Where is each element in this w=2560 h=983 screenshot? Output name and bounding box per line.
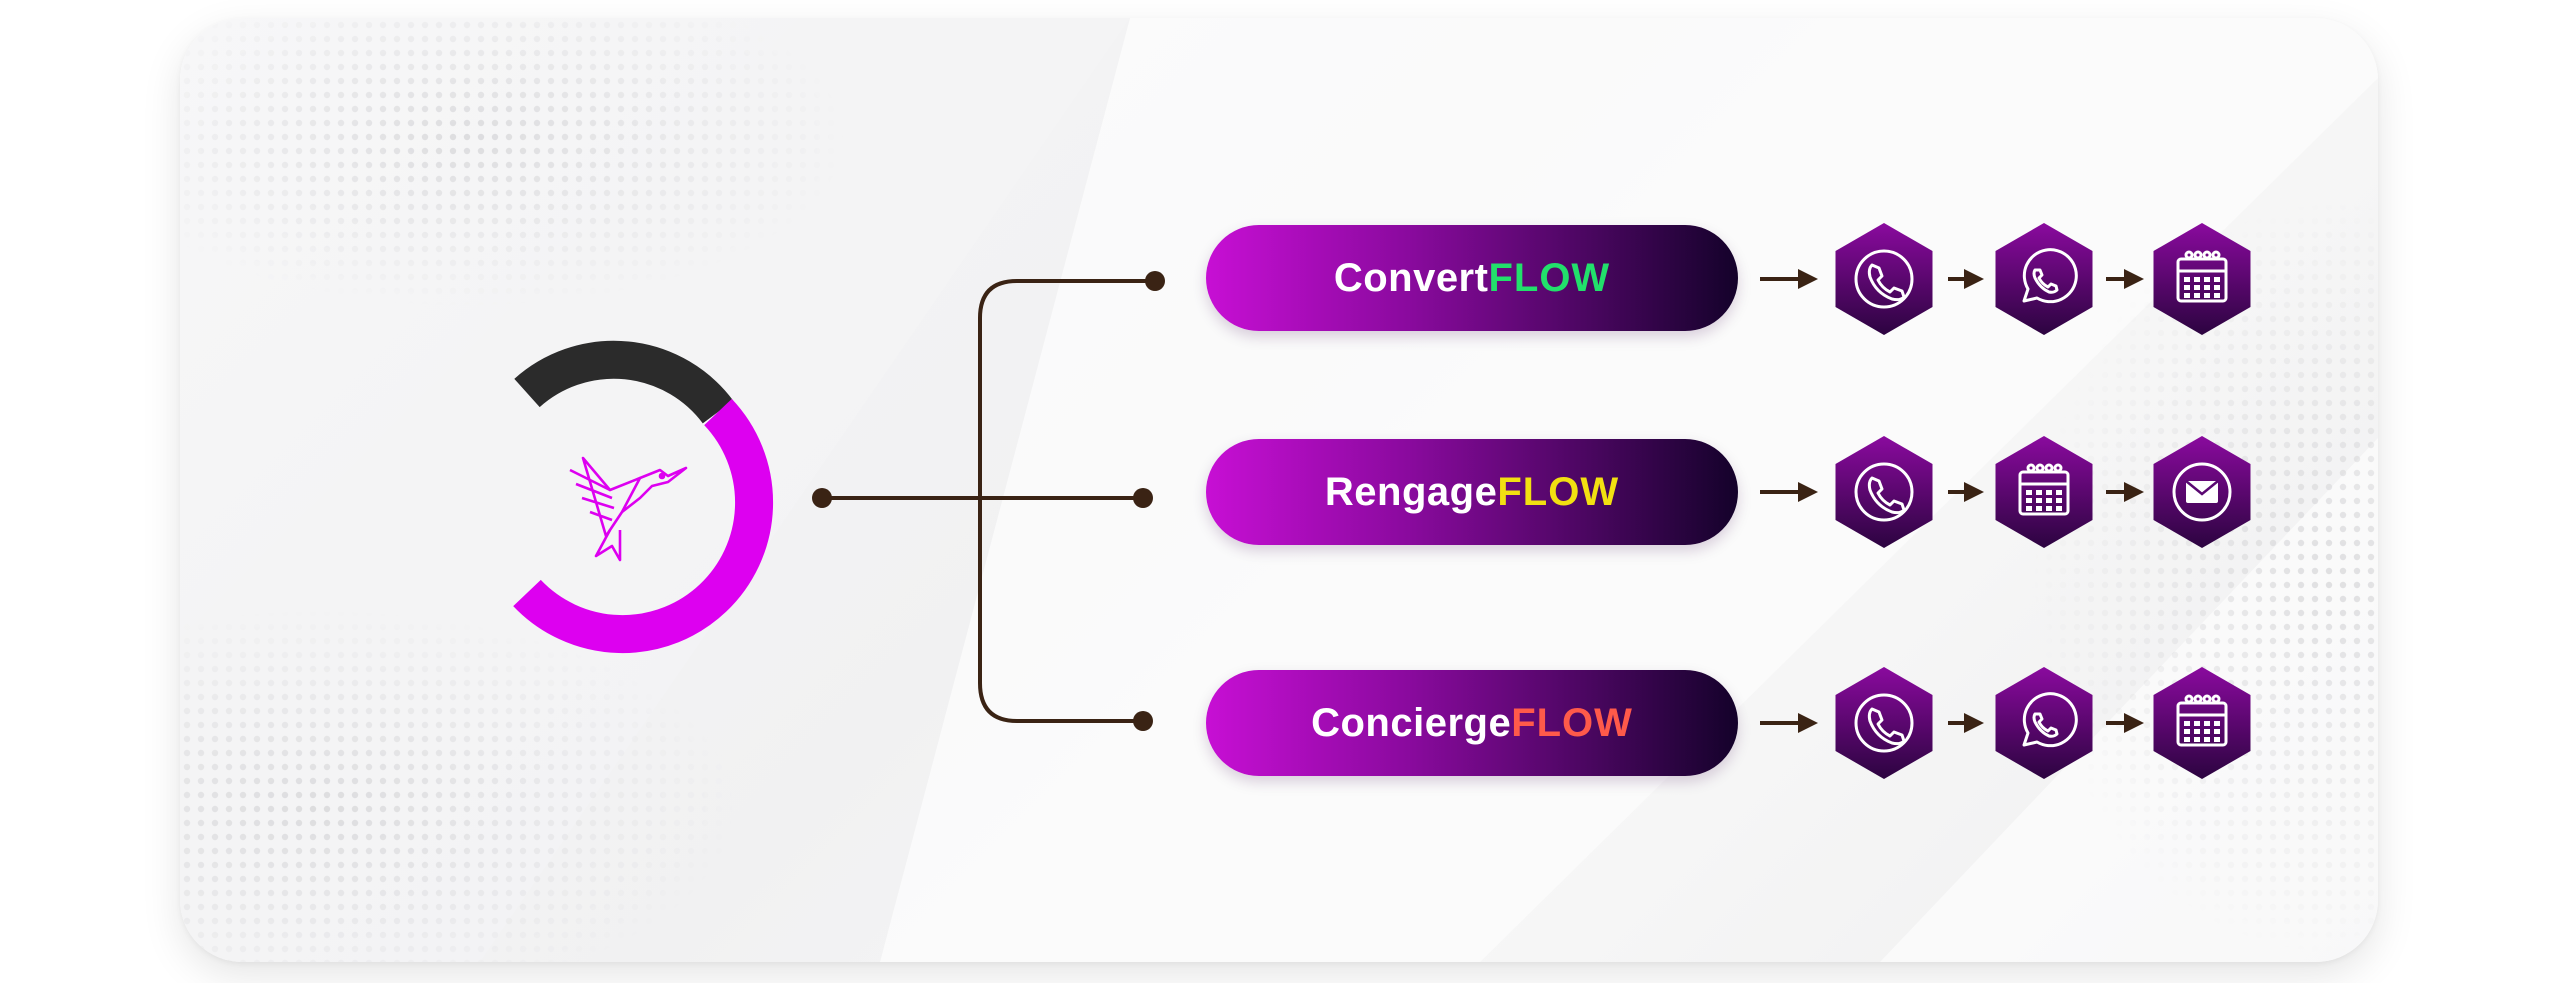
whatsapp-icon bbox=[2022, 248, 2078, 304]
hexagon-shape bbox=[1995, 436, 2093, 548]
step-node bbox=[1995, 436, 2093, 548]
hub-ring bbox=[513, 340, 774, 654]
connector-tree bbox=[822, 279, 1155, 723]
hexagon-shape bbox=[2153, 223, 2251, 335]
step-node bbox=[1995, 223, 2093, 335]
calendar-icon bbox=[2018, 463, 2070, 516]
hexagon-nodes bbox=[1835, 223, 2251, 779]
flow-suffix: FLOW bbox=[1511, 700, 1633, 745]
email-icon bbox=[2172, 462, 2232, 522]
flow-name: Concierge bbox=[1311, 700, 1512, 745]
hexagon-shape bbox=[2153, 667, 2251, 779]
branch-dot-3 bbox=[1133, 711, 1153, 731]
branch-connector-path bbox=[978, 279, 1155, 723]
hexagon-shape bbox=[1835, 436, 1933, 548]
step-node bbox=[1835, 667, 1933, 779]
phone-icon bbox=[1854, 693, 1914, 753]
ring-magenta-arc bbox=[513, 398, 774, 654]
connector-dots bbox=[812, 271, 1165, 731]
ring-dark-arc bbox=[514, 340, 734, 424]
step-node bbox=[2153, 667, 2251, 779]
step-node bbox=[2153, 223, 2251, 335]
calendar-icon bbox=[2176, 250, 2228, 303]
flow-name: Convert bbox=[1333, 255, 1489, 300]
step-node bbox=[1995, 667, 2093, 779]
flow-suffix: FLOW bbox=[1497, 469, 1620, 514]
hummingbird-logo bbox=[569, 456, 688, 562]
step-node bbox=[1835, 223, 1933, 335]
flow-suffix: FLOW bbox=[1488, 255, 1611, 300]
branch-dot-1 bbox=[1145, 271, 1165, 291]
hub-dot bbox=[812, 488, 832, 508]
hexagon-shape bbox=[1835, 667, 1933, 779]
hexagon-shape bbox=[1995, 667, 2093, 779]
hexagon-shape bbox=[1995, 223, 2093, 335]
flow-arrows bbox=[1760, 269, 2144, 733]
step-node bbox=[1835, 436, 1933, 548]
flow-name: Rengage bbox=[1324, 469, 1498, 514]
step-node bbox=[2153, 436, 2251, 548]
whatsapp-icon bbox=[2022, 692, 2078, 748]
phone-icon bbox=[1854, 249, 1914, 309]
calendar-icon bbox=[2176, 694, 2228, 747]
hexagon-shape bbox=[1835, 223, 1933, 335]
branch-dot-2 bbox=[1133, 488, 1153, 508]
phone-icon bbox=[1854, 462, 1914, 522]
